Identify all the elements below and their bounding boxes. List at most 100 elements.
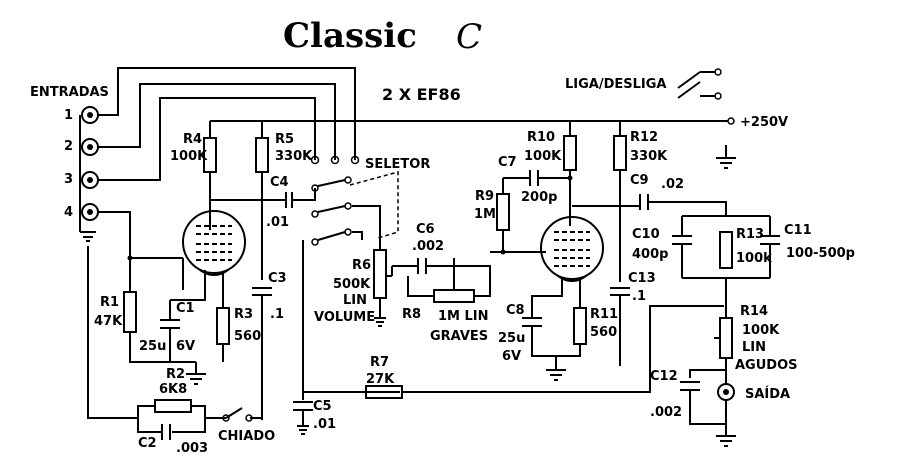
selector-switch — [311, 171, 399, 250]
c8-value-b: 6V — [502, 349, 521, 364]
r3-name: R3 — [234, 307, 253, 322]
r14-value-a: 100K — [742, 323, 780, 338]
c8-value-a: 25u — [498, 331, 525, 346]
input-1-number: 1 — [64, 108, 73, 123]
selector-label: SELETOR — [365, 157, 430, 172]
c12-value: .002 — [650, 405, 682, 420]
c8-name: C8 — [506, 303, 525, 318]
capacitor-c7 — [529, 170, 570, 186]
c5-value: .01 — [313, 417, 336, 432]
resistor-r10 — [563, 135, 577, 171]
r4-value: 100K — [170, 149, 208, 164]
capacitor-c1 — [160, 300, 180, 362]
r1-value: 47K — [94, 314, 123, 329]
r11-value: 560 — [590, 325, 617, 340]
capacitor-c2 — [161, 424, 171, 440]
tube-label: 2 X EF86 — [382, 85, 461, 104]
capacitor-c13 — [610, 287, 630, 366]
resistor-r1 — [123, 291, 137, 333]
c7-name: C7 — [498, 155, 517, 170]
input-3-number: 3 — [64, 172, 73, 187]
r14-name: R14 — [740, 304, 768, 319]
inputs-label: ENTRADAS — [30, 85, 109, 100]
capacitor-c9 — [639, 194, 727, 216]
r4-name: R4 — [183, 132, 202, 147]
r11-name: R11 — [590, 307, 618, 322]
r12-name: R12 — [630, 130, 658, 145]
r2-value: 6K8 — [159, 382, 187, 397]
c11-name: C11 — [784, 223, 812, 238]
r6-value-b: LIN — [343, 293, 367, 308]
capacitor-c5 — [293, 401, 313, 435]
output-jack — [716, 383, 736, 447]
c2-name: C2 — [138, 436, 157, 451]
input-4-number: 4 — [64, 205, 73, 220]
r7-name: R7 — [370, 355, 389, 370]
r8-value-b: GRAVES — [430, 329, 488, 344]
title: Classic — [283, 16, 417, 56]
r8-value-a: 1M LIN — [438, 309, 489, 324]
r5-value: 330K — [275, 149, 313, 164]
capacitor-c11 — [760, 235, 780, 245]
ground-stage1 — [186, 362, 206, 385]
r2-name: R2 — [166, 367, 185, 382]
c3-value: .1 — [270, 307, 284, 322]
c4-value: .01 — [266, 215, 289, 230]
capacitor-c3 — [252, 287, 272, 420]
ground-supply — [716, 145, 736, 169]
r14-value-c: AGUDOS — [735, 358, 798, 373]
c9-name: C9 — [630, 173, 649, 188]
c10-name: C10 — [632, 227, 660, 242]
r10-name: R10 — [527, 130, 555, 145]
resistor-r5 — [255, 137, 269, 173]
c3-name: C3 — [268, 271, 287, 286]
r8-name: R8 — [402, 307, 421, 322]
r14-value-b: LIN — [742, 340, 766, 355]
capacitor-c8 — [522, 300, 556, 357]
c13-name: C13 — [628, 271, 656, 286]
resistor-r3 — [216, 307, 230, 345]
r6-value-c: VOLUME — [314, 310, 375, 325]
resistor-r9 — [496, 193, 510, 231]
resistor-r13 — [719, 231, 733, 269]
r7-value: 27K — [366, 372, 395, 387]
c7-value: 200p — [521, 190, 557, 205]
r5-name: R5 — [275, 132, 294, 147]
r9-name: R9 — [475, 189, 494, 204]
c1-value-a: 25u — [139, 339, 166, 354]
r3-value: 560 — [234, 329, 261, 344]
c1-name: C1 — [176, 301, 195, 316]
c1-value-b: 6V — [176, 339, 195, 354]
switch-chiado — [225, 407, 262, 419]
input-2-number: 2 — [64, 139, 73, 154]
c2-value: .003 — [176, 441, 208, 456]
input-jacks — [79, 67, 360, 258]
c9-value: .02 — [661, 177, 684, 192]
resistor-r2 — [154, 399, 192, 413]
capacitor-c4 — [285, 192, 312, 208]
resistor-r12 — [613, 135, 627, 171]
supply-label: +250V — [740, 115, 788, 130]
c11-value: 100-500p — [786, 246, 855, 261]
c6-name: C6 — [416, 222, 435, 237]
r1-name: R1 — [100, 295, 119, 310]
tube-v2 — [540, 216, 604, 282]
output-label: SAÍDA — [745, 386, 790, 402]
c5-name: C5 — [313, 399, 332, 414]
r10-value: 100K — [524, 149, 562, 164]
capacitor-c12 — [680, 381, 726, 425]
ground-stage2 — [546, 356, 566, 381]
resistor-r8 — [433, 289, 475, 303]
resistor-r14 — [719, 317, 733, 359]
r13-name: R13 — [736, 227, 764, 242]
logo-letter: C — [456, 17, 482, 57]
c6-value: .002 — [412, 239, 444, 254]
tube-v1 — [182, 210, 246, 276]
chiado-label: CHIADO — [218, 429, 275, 444]
resistor-r6 — [373, 249, 387, 299]
r12-value: 330K — [630, 149, 668, 164]
c12-name: C12 — [650, 369, 678, 384]
c4-name: C4 — [270, 175, 289, 190]
